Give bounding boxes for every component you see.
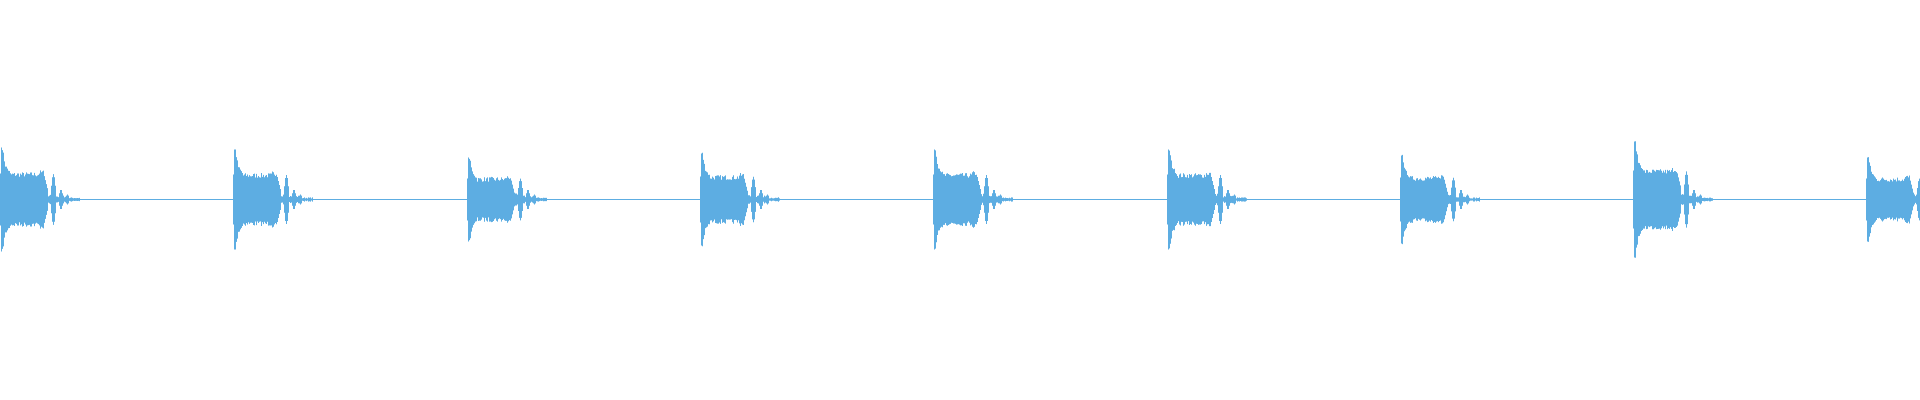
- waveform-burst: [0, 147, 80, 252]
- waveform-burst: [933, 149, 1013, 250]
- waveform-burst: [700, 152, 780, 247]
- waveform-burst: [1167, 149, 1247, 250]
- waveform-burst-shape: [1167, 149, 1247, 250]
- waveform-burst: [1866, 157, 1920, 242]
- waveform-burst: [1400, 154, 1480, 245]
- waveform-burst-shape: [1866, 157, 1920, 242]
- waveform-burst-shape: [933, 149, 1013, 250]
- waveform-burst-shape: [467, 157, 547, 242]
- waveform-burst-shape: [1633, 141, 1713, 258]
- waveform-burst-shape: [0, 147, 80, 252]
- waveform-burst-shape: [233, 149, 313, 250]
- waveform-burst-shape: [700, 152, 780, 247]
- waveform-burst-shape: [1400, 154, 1480, 245]
- waveform-burst: [233, 149, 313, 250]
- waveform-burst: [1633, 141, 1713, 258]
- waveform-burst: [467, 157, 547, 242]
